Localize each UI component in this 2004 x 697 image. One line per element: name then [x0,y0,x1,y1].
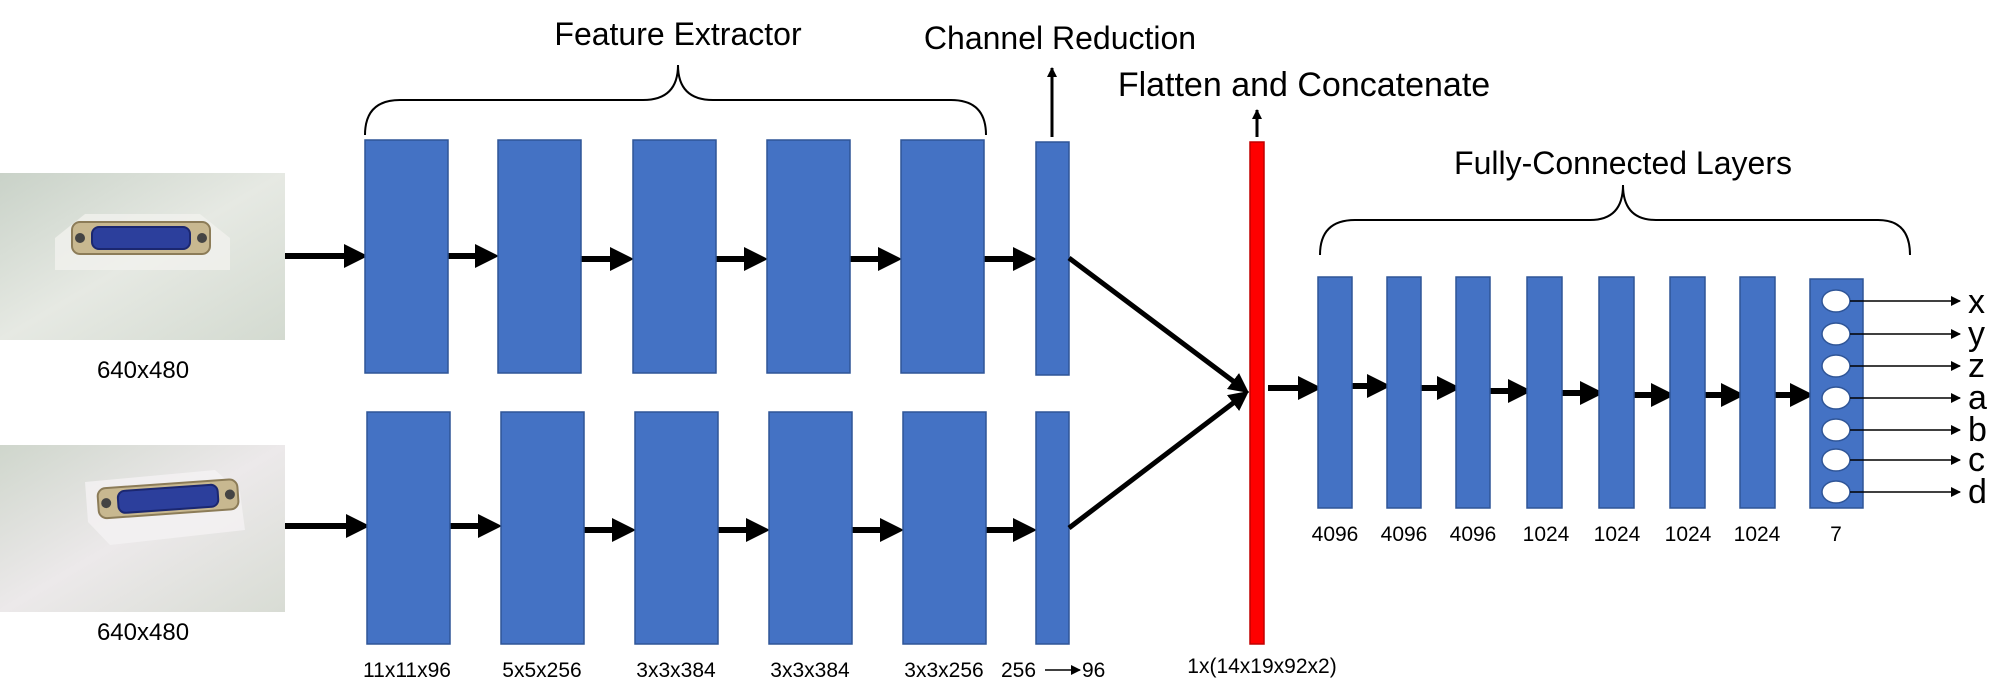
conv-block-bottom-4 [768,411,853,645]
fc-block-6 [1669,276,1706,509]
conv-label-2: 5x5x256 [502,659,581,682]
output-label-c: c [1968,441,1985,479]
output-label-x: x [1968,283,1985,321]
conv-block-bottom-1 [366,411,451,645]
input-size-bottom: 640x480 [97,619,189,646]
flatten-concatenate-title: Flatten and Concatenate [1118,66,1490,104]
fc-label-5: 1024 [1594,523,1641,546]
conv-label-5: 3x3x256 [904,659,983,682]
fully-connected-title: Fully-Connected Layers [1454,145,1792,181]
merge-arrow-bottom [1067,390,1249,530]
fc-block-7 [1739,276,1776,509]
fc-label-8: 7 [1830,523,1842,546]
output-label-a: a [1968,379,1987,417]
output-label-y: y [1968,315,1985,353]
feature-extractor-brace [364,64,987,136]
fc-block-5 [1598,276,1635,509]
reduction-block-bottom [1035,411,1070,645]
conv-block-bottom-3 [634,411,719,645]
merge-arrow-top [1067,256,1249,393]
top-branch-arrows [285,244,1037,271]
channel-reduction-title: Channel Reduction [924,20,1196,56]
reduction-to-label: 96 [1082,659,1105,682]
flatten-size-label: 1x(14x19x92x2) [1187,655,1336,678]
fc-block-2 [1386,276,1422,509]
fc-label-4: 1024 [1523,523,1570,546]
fc-block-4 [1526,276,1563,509]
conv-block-top-1 [364,139,449,374]
conv-label-4: 3x3x384 [770,659,850,682]
conv-label-3: 3x3x384 [636,659,716,682]
conv-label-1: 11x11x96 [363,659,451,682]
output-label-d: d [1968,473,1987,511]
fc-label-2: 4096 [1381,523,1428,546]
conv-block-top-3 [632,139,717,374]
output-label-b: b [1968,411,1987,449]
output-arrows [1850,296,1961,497]
fc-label-1: 4096 [1312,523,1359,546]
bottom-branch-arrows [285,514,1037,542]
reduction-from-label: 256 [1001,659,1036,682]
conv-block-top-2 [497,139,582,374]
fc-block-3 [1455,276,1491,509]
fc-block-1 [1317,276,1353,509]
conv-block-top-5 [900,139,985,374]
input-image-top [0,173,285,340]
reduction-block-top [1035,141,1070,376]
output-neurons [1821,289,1851,504]
fc-label-7: 1024 [1734,523,1781,546]
conv-block-top-4 [766,139,851,374]
fully-connected-brace [1319,184,1911,256]
input-image-bottom [0,445,285,612]
fc-arrows [1268,374,1814,407]
feature-extractor-title: Feature Extractor [554,16,802,52]
input-size-top: 640x480 [97,357,189,384]
fc-label-3: 4096 [1450,523,1497,546]
output-label-z: z [1968,347,1985,385]
fc-label-6: 1024 [1665,523,1712,546]
concatenated-feature-vector [1249,141,1265,645]
conv-block-bottom-2 [500,411,585,645]
conv-block-bottom-5 [902,411,987,645]
